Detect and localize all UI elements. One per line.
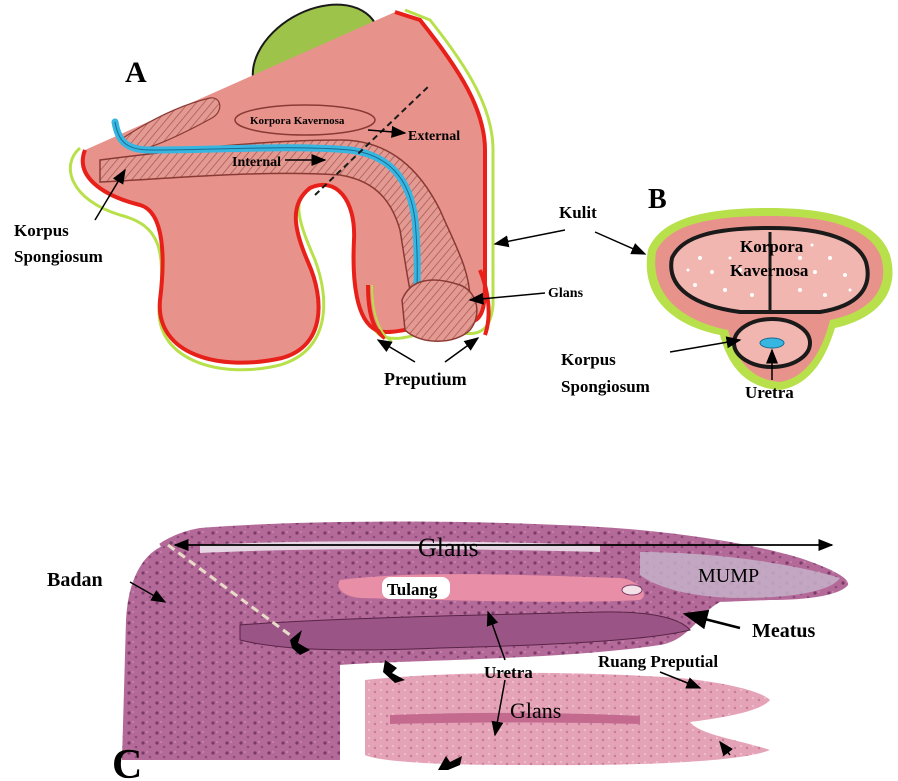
panel-a-letter: A [125, 56, 147, 89]
panel-c-letter: C [112, 742, 142, 781]
panel-c-histology [120, 522, 848, 770]
ruang-preputial-label: Ruang Preputial [598, 652, 718, 671]
urethra-cross-section [760, 338, 784, 348]
badan-label: Badan [47, 569, 103, 591]
tulang-label: Tulang [387, 580, 438, 599]
preputium-label: Preputium [384, 369, 467, 389]
panel-b-diagram [647, 208, 893, 390]
glans-a-label: Glans [548, 286, 584, 301]
korpus-a-label-line1: Korpus [14, 221, 69, 240]
korpus-b-label-line2: Spongiosum [561, 377, 650, 396]
meatus-label: Meatus [752, 620, 816, 642]
uretra-c-label: Uretra [484, 663, 533, 682]
mump-label: MUMP [698, 565, 759, 587]
preputium-arrow-right [445, 338, 478, 362]
glans-inset-label: Glans [510, 698, 561, 723]
bone-lumen [622, 585, 642, 595]
glans-shape [402, 280, 477, 341]
external-label: External [408, 129, 460, 144]
korpus-b-label-line1: Korpus [561, 350, 616, 369]
panel-a-diagram [70, 0, 645, 370]
uretra-b-label: Uretra [745, 383, 794, 402]
korpora-kavernosa-label: Korpora Kavernosa [250, 115, 345, 127]
korpus-a-label-line2: Spongiosum [14, 247, 103, 266]
korpora-b-label-line2: Kavernosa [730, 261, 809, 280]
glans-c-title: Glans [418, 533, 479, 562]
korpora-b-label-line1: Korpora [740, 237, 804, 256]
panel-b-letter: B [648, 184, 667, 215]
preputium-arrow-left [378, 340, 415, 362]
kulit-arrow-a [495, 230, 565, 244]
internal-label: Internal [232, 155, 281, 170]
kulit-arrow-b [595, 232, 645, 254]
kulit-label: Kulit [559, 203, 597, 222]
